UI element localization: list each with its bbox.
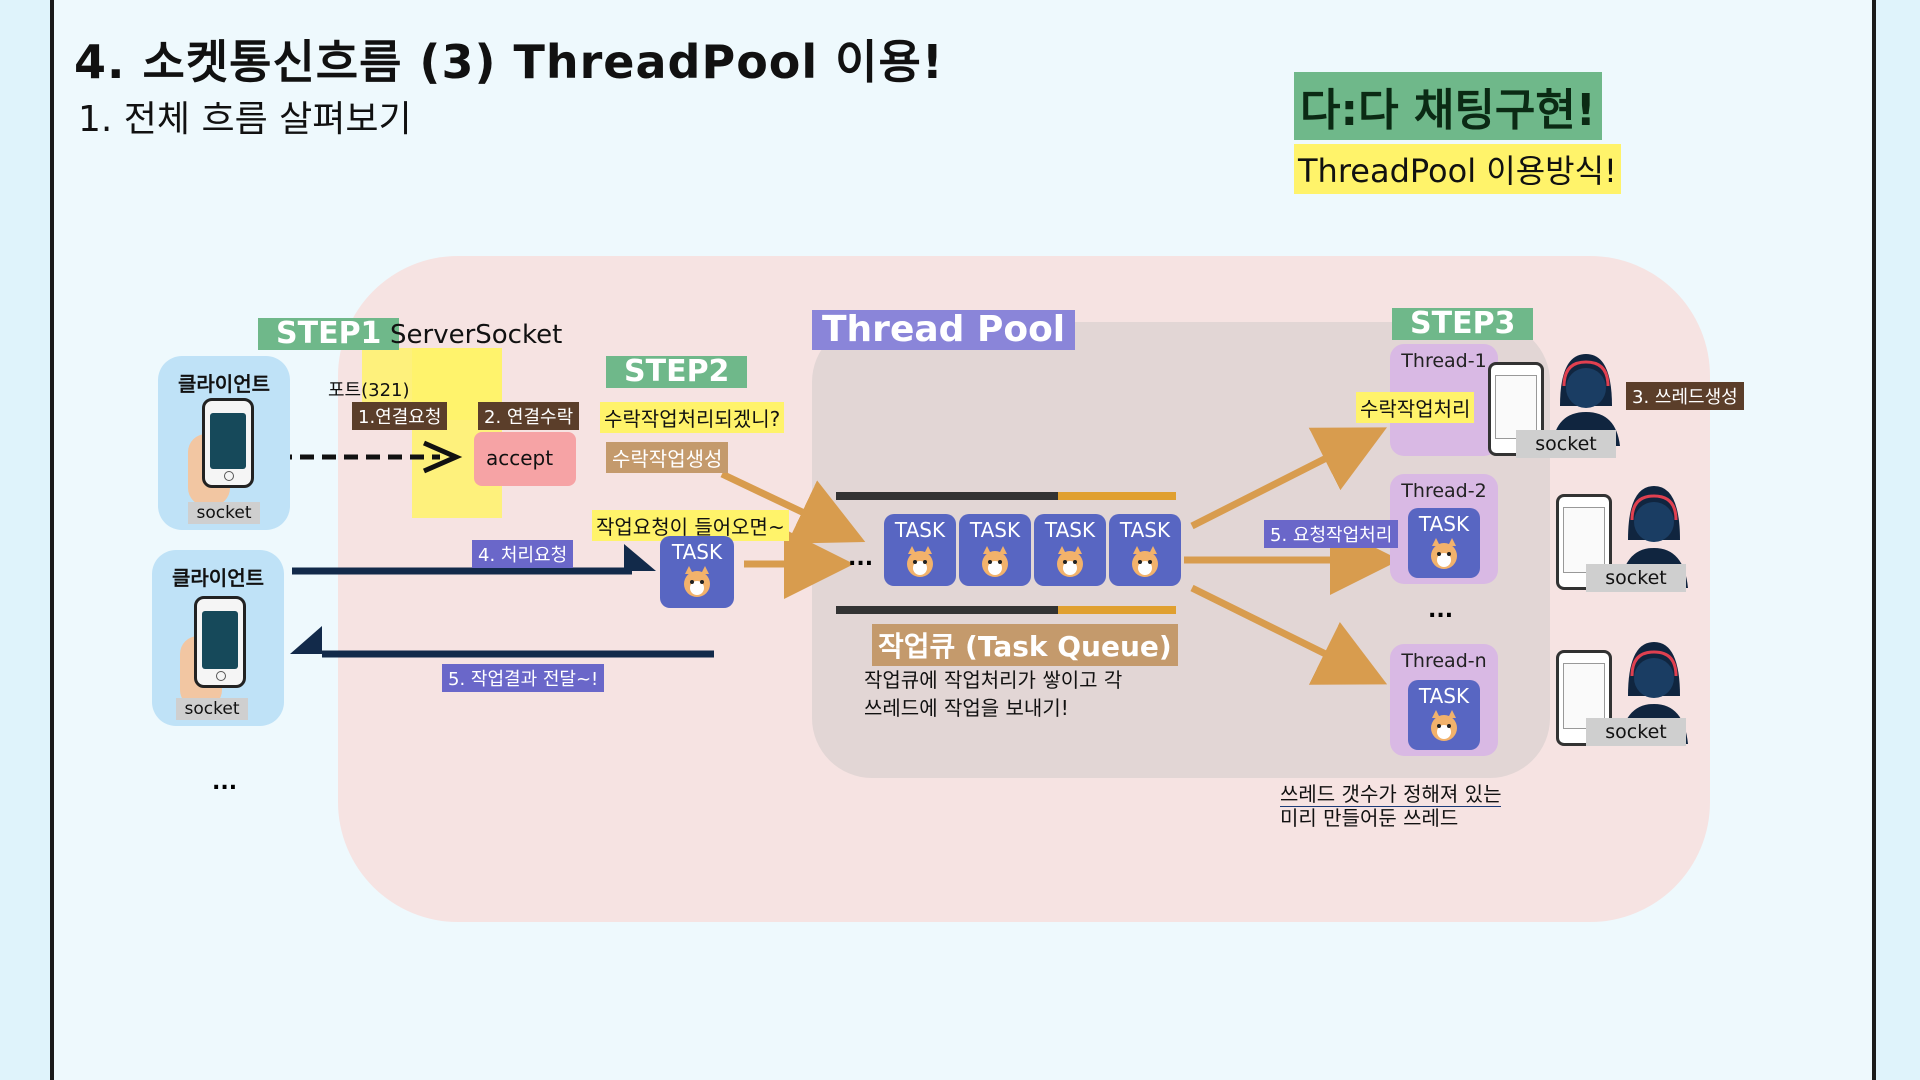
client-socket-tag: socket xyxy=(176,698,248,720)
server-socket-tag: socket xyxy=(1516,430,1616,458)
thread-note-line2: 미리 만들어둔 쓰레드 xyxy=(1280,806,1459,830)
accept-question-label: 수락작업처리되겠니? xyxy=(600,402,785,433)
client-box-1: 클라이언트 socket xyxy=(158,356,290,530)
deliver-result-label: 5. 작업결과 전달~! xyxy=(442,664,605,692)
thread-name: Thread-2 xyxy=(1401,480,1487,502)
accept-process-label: 수락작업처리 xyxy=(1356,392,1475,423)
thread-pool-label: Thread Pool xyxy=(812,310,1076,350)
dispatch-arrow-1 xyxy=(1190,427,1387,530)
shiba-dog-icon xyxy=(1431,538,1457,569)
queue-task-tile: TASK xyxy=(884,514,956,586)
shiba-dog-icon xyxy=(1431,710,1457,741)
step3-badge: STEP3 xyxy=(1392,308,1534,340)
connect-request-label: 1.연결요청 xyxy=(352,402,448,430)
accept-label: accept xyxy=(486,446,554,470)
phone-icon xyxy=(1556,650,1612,746)
clients-ellipsis: ... xyxy=(212,770,238,795)
thread-box-n: Thread-n TASK xyxy=(1390,644,1498,756)
queue-ellipsis: ... xyxy=(848,546,874,571)
shiba-dog-icon xyxy=(1132,546,1158,577)
phone-icon xyxy=(1488,362,1544,456)
client-socket-tag: socket xyxy=(188,502,260,524)
dispatch-arrow-n xyxy=(1190,584,1388,685)
highlight-sub: ThreadPool 이용방식! xyxy=(1294,144,1621,194)
queue-note-line1: 작업큐에 작업처리가 쌓이고 각 xyxy=(864,668,1123,692)
client-title: 클라이언트 xyxy=(178,372,270,396)
request-process-label: 5. 요청작업처리 xyxy=(1264,520,1399,548)
step2-badge: STEP2 xyxy=(606,356,748,388)
thread-name: Thread-1 xyxy=(1401,350,1487,372)
incoming-task-label: TASK xyxy=(671,540,723,564)
threads-ellipsis: ... xyxy=(1428,598,1454,623)
port-label: 포트(321) xyxy=(328,380,410,401)
thread-task-tile: TASK xyxy=(1408,680,1480,750)
page-title: 4. 소켓통신흐름 (3) ThreadPool 이용! xyxy=(74,35,944,89)
queue-note-line2: 쓰레드에 작업을 보내기! xyxy=(864,696,1069,720)
server-socket-tag: socket xyxy=(1586,564,1686,592)
task-incoming-label: 작업요청이 들어오면~ xyxy=(592,510,789,541)
queue-task-tile: TASK xyxy=(1109,514,1181,586)
thread-task-label: TASK xyxy=(1418,512,1470,536)
shiba-dog-icon xyxy=(982,546,1008,577)
task-queue-label: 작업큐 (Task Queue) xyxy=(872,624,1178,666)
thread-note-line1: 쓰레드 갯수가 정해져 있는 xyxy=(1280,782,1502,807)
shiba-dog-icon xyxy=(1057,546,1083,577)
shiba-dog-icon xyxy=(684,566,710,597)
queue-task-label: TASK xyxy=(894,518,946,542)
thread-task-label: TASK xyxy=(1418,684,1470,708)
queue-task-label: TASK xyxy=(969,518,1021,542)
page-subtitle: 1. 전체 흐름 살펴보기 xyxy=(78,99,412,140)
process-request-label: 4. 처리요청 xyxy=(472,540,574,568)
queue-task-label: TASK xyxy=(1119,518,1171,542)
step1-badge: STEP1 xyxy=(258,318,400,350)
client-box-2: 클라이언트 socket xyxy=(152,550,284,726)
highlight-main: 다:다 채팅구현! xyxy=(1294,72,1602,140)
server-socket-tag: socket xyxy=(1586,718,1686,746)
queue-task-label: TASK xyxy=(1044,518,1096,542)
connect-accept-label: 2. 연결수락 xyxy=(478,402,580,430)
thread-create-label: 3. 쓰레드생성 xyxy=(1626,382,1744,410)
thread-name: Thread-n xyxy=(1401,650,1487,672)
create-task-label: 수락작업생성 xyxy=(606,442,729,473)
thread-box-2: Thread-2 TASK xyxy=(1390,474,1498,584)
client-title: 클라이언트 xyxy=(172,566,264,590)
serversocket-label: ServerSocket xyxy=(390,320,563,350)
phone-icon xyxy=(194,596,246,688)
accept-box xyxy=(474,432,576,486)
create-task-arrow xyxy=(720,470,866,544)
queue-task-tile: TASK xyxy=(1034,514,1106,586)
phone-icon xyxy=(202,398,254,488)
incoming-task-tile: TASK xyxy=(660,536,734,608)
shiba-dog-icon xyxy=(907,546,933,577)
queue-task-tile: TASK xyxy=(959,514,1031,586)
thread-task-tile: TASK xyxy=(1408,508,1480,578)
